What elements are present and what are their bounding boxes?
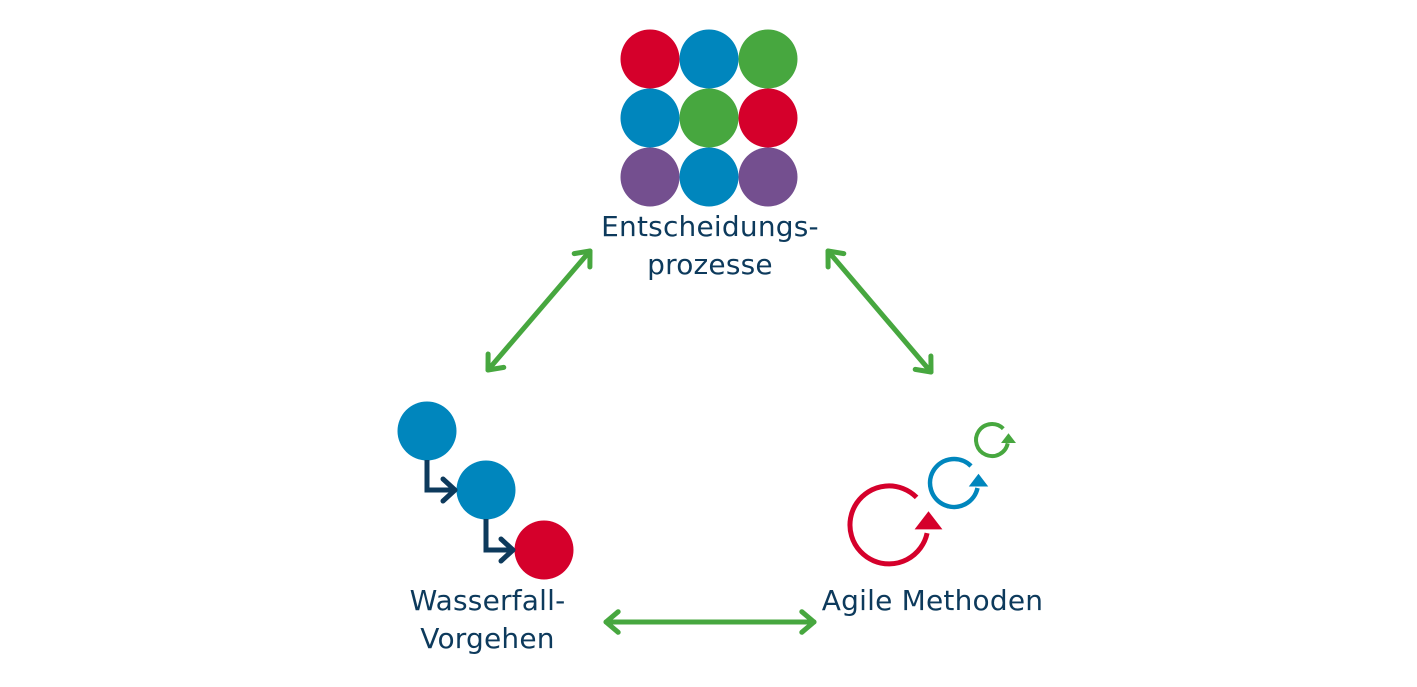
connector-arrows bbox=[485, 248, 934, 635]
chevron-right-icon bbox=[440, 476, 458, 504]
elbow-arrow-line bbox=[424, 460, 455, 493]
loop-arc-red bbox=[847, 483, 930, 567]
arrowhead-icon bbox=[571, 248, 593, 270]
grid-circle-green bbox=[679, 88, 739, 148]
loop-arc-green bbox=[974, 422, 1010, 459]
waterfall-label: Wasserfall- Vorgehen bbox=[380, 582, 595, 658]
grid-circle-purple bbox=[738, 147, 798, 207]
chevron-right-icon bbox=[498, 536, 516, 564]
decision-circle-grid-icon bbox=[620, 29, 798, 207]
loop-arrowhead-icon bbox=[968, 473, 989, 487]
grid-circle-blue bbox=[679, 29, 739, 89]
grid-circle-red bbox=[738, 88, 798, 148]
waterfall-label-line-1: Wasserfall- bbox=[409, 584, 566, 617]
agile-label: Agile Methoden bbox=[810, 582, 1055, 620]
waterfall-label-line-2: Vorgehen bbox=[420, 622, 555, 655]
decision-label-line-2: prozesse bbox=[647, 248, 773, 281]
arrowhead-icon bbox=[603, 609, 621, 635]
connector-decision-agile bbox=[825, 248, 934, 375]
elbow-arrow-line bbox=[483, 519, 513, 553]
grid-circle-purple bbox=[620, 147, 680, 207]
decision-label-line-1: Entscheidungs- bbox=[601, 210, 819, 243]
arrowhead-icon bbox=[912, 353, 934, 375]
arrowhead-icon bbox=[485, 351, 507, 373]
arrowhead-icon bbox=[799, 609, 817, 635]
grid-circle-green bbox=[738, 29, 798, 89]
connector-waterfall-decision bbox=[485, 248, 593, 373]
arrowhead-icon bbox=[825, 248, 847, 270]
decision-process-label: Entscheidungs- prozesse bbox=[560, 208, 860, 284]
waterfall-step-circle bbox=[456, 460, 516, 520]
loop-arc-blue bbox=[927, 456, 980, 510]
agile-label-line-1: Agile Methoden bbox=[821, 584, 1044, 617]
grid-circle-blue bbox=[679, 147, 739, 207]
grid-circle-blue bbox=[620, 88, 680, 148]
loop-arrowhead-icon bbox=[1001, 433, 1016, 443]
waterfall-step-circle bbox=[397, 401, 457, 461]
grid-circle-red bbox=[620, 29, 680, 89]
waterfall-icon bbox=[397, 401, 574, 580]
agile-loops-icon bbox=[847, 422, 1016, 567]
loop-arrowhead-icon bbox=[914, 511, 943, 530]
waterfall-step-circle bbox=[514, 520, 574, 580]
